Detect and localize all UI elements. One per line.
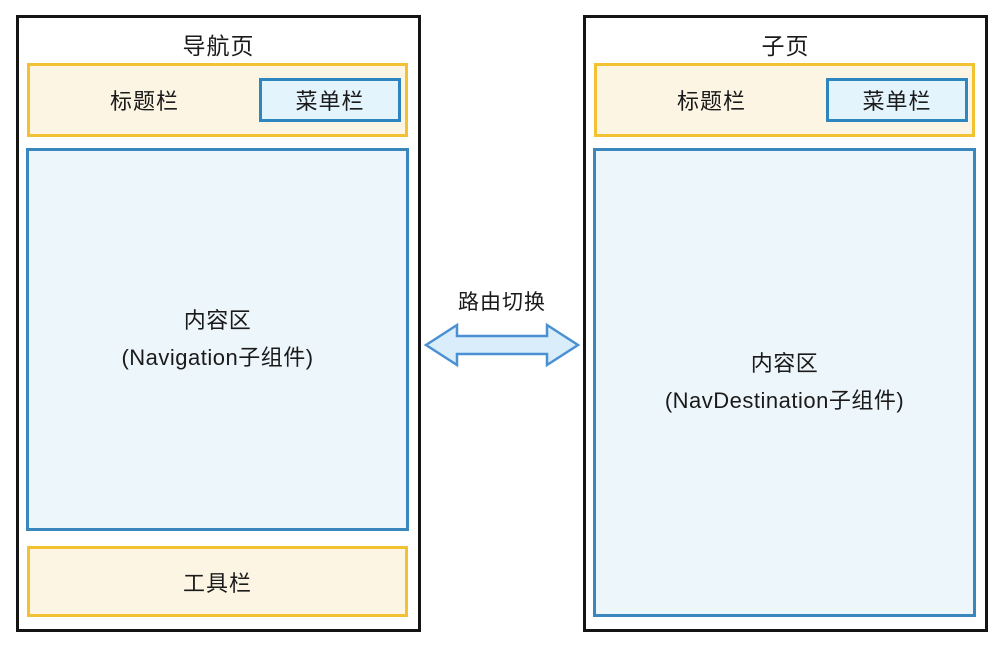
sub-page-title-bar: 标题栏 菜单栏 [594, 63, 975, 137]
menu-bar-box: 菜单栏 [826, 78, 968, 122]
route-switch-label: 路由切换 [458, 291, 546, 314]
navigation-toolbar: 工具栏 [27, 546, 408, 617]
navigation-page-title: 导航页 [182, 33, 255, 59]
sub-page-title: 子页 [761, 33, 810, 59]
navigation-page-panel: 导航页 标题栏 菜单栏 内容区 (Navigation子组件) 工具栏 [16, 15, 421, 632]
toolbar-label: 工具栏 [182, 570, 252, 596]
sub-page-panel: 子页 标题栏 菜单栏 内容区 (NavDestination子组件) [583, 15, 988, 632]
content-area-label-line2: (Navigation子组件) [121, 344, 314, 370]
route-switch-connector: 路由切换 [421, 286, 583, 371]
navigation-title-bar: 标题栏 菜单栏 [27, 63, 408, 137]
content-area-label-line1: 内容区 [183, 308, 252, 334]
title-bar-label: 标题栏 [676, 89, 746, 114]
menu-bar-box: 菜单栏 [259, 78, 401, 122]
content-area-label-line1: 内容区 [750, 351, 819, 377]
menu-bar-label: 菜单栏 [295, 89, 365, 114]
title-bar-label: 标题栏 [109, 89, 179, 114]
double-headed-arrow-icon [423, 322, 581, 368]
menu-bar-label: 菜单栏 [862, 89, 932, 114]
sub-page-content-area: 内容区 (NavDestination子组件) [593, 148, 976, 617]
navigation-content-area: 内容区 (Navigation子组件) [26, 148, 409, 531]
content-area-label-line2: (NavDestination子组件) [664, 387, 905, 413]
